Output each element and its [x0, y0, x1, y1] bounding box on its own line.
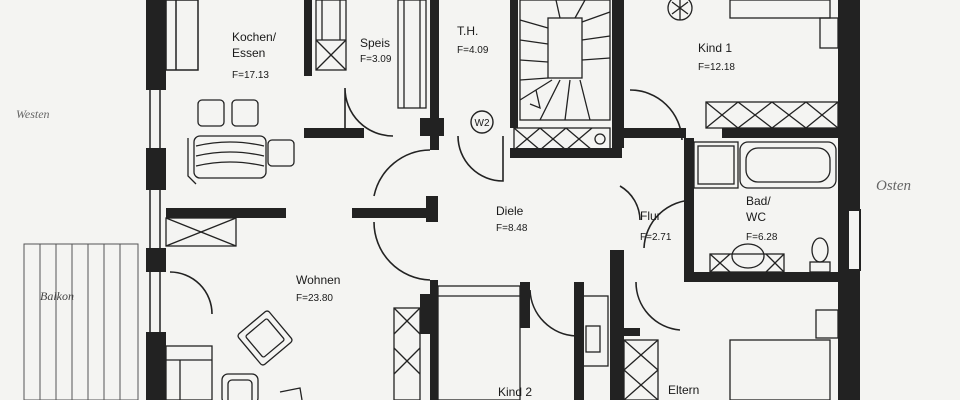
walls	[146, 0, 861, 400]
compass-west: Westen	[16, 107, 50, 121]
kochen-label-line1: Kochen/	[232, 30, 277, 44]
th-label: T.H.	[457, 24, 478, 38]
w2-marker-label: W2	[475, 118, 490, 129]
windows	[149, 0, 199, 332]
kind2-label: Kind 2	[498, 385, 532, 399]
balcony-label: Balkon	[40, 289, 74, 303]
th-area: F=4.09	[457, 45, 489, 56]
compass-east: Osten	[876, 178, 911, 194]
room-labels: Kochen/ Essen F=17.13 Speis F=3.09 T.H. …	[232, 24, 778, 399]
wohnen-area: F=23.80	[296, 293, 333, 304]
bad-label-line2: WC	[746, 210, 766, 224]
balcony-hatching	[23, 243, 139, 400]
kochen-area: F=17.13	[232, 70, 269, 81]
eltern-label: Eltern	[668, 383, 699, 397]
flur-label: Flur	[640, 209, 661, 223]
kind1-area: F=12.18	[698, 62, 735, 73]
bad-area: F=6.28	[746, 232, 778, 243]
kind1-label: Kind 1	[698, 41, 732, 55]
bad-label-line1: Bad/	[746, 194, 771, 208]
doors	[169, 87, 695, 337]
speis-label: Speis	[360, 36, 390, 50]
flur-area: F=2.71	[640, 232, 672, 243]
staircase	[519, 0, 611, 121]
furniture	[165, 0, 839, 400]
diele-area: F=8.48	[496, 223, 528, 234]
wohnen-label: Wohnen	[296, 273, 340, 287]
speis-area: F=3.09	[360, 54, 392, 65]
diele-label: Diele	[496, 204, 524, 218]
kochen-label-line2: Essen	[232, 46, 265, 60]
w2-marker: W2	[470, 110, 494, 134]
